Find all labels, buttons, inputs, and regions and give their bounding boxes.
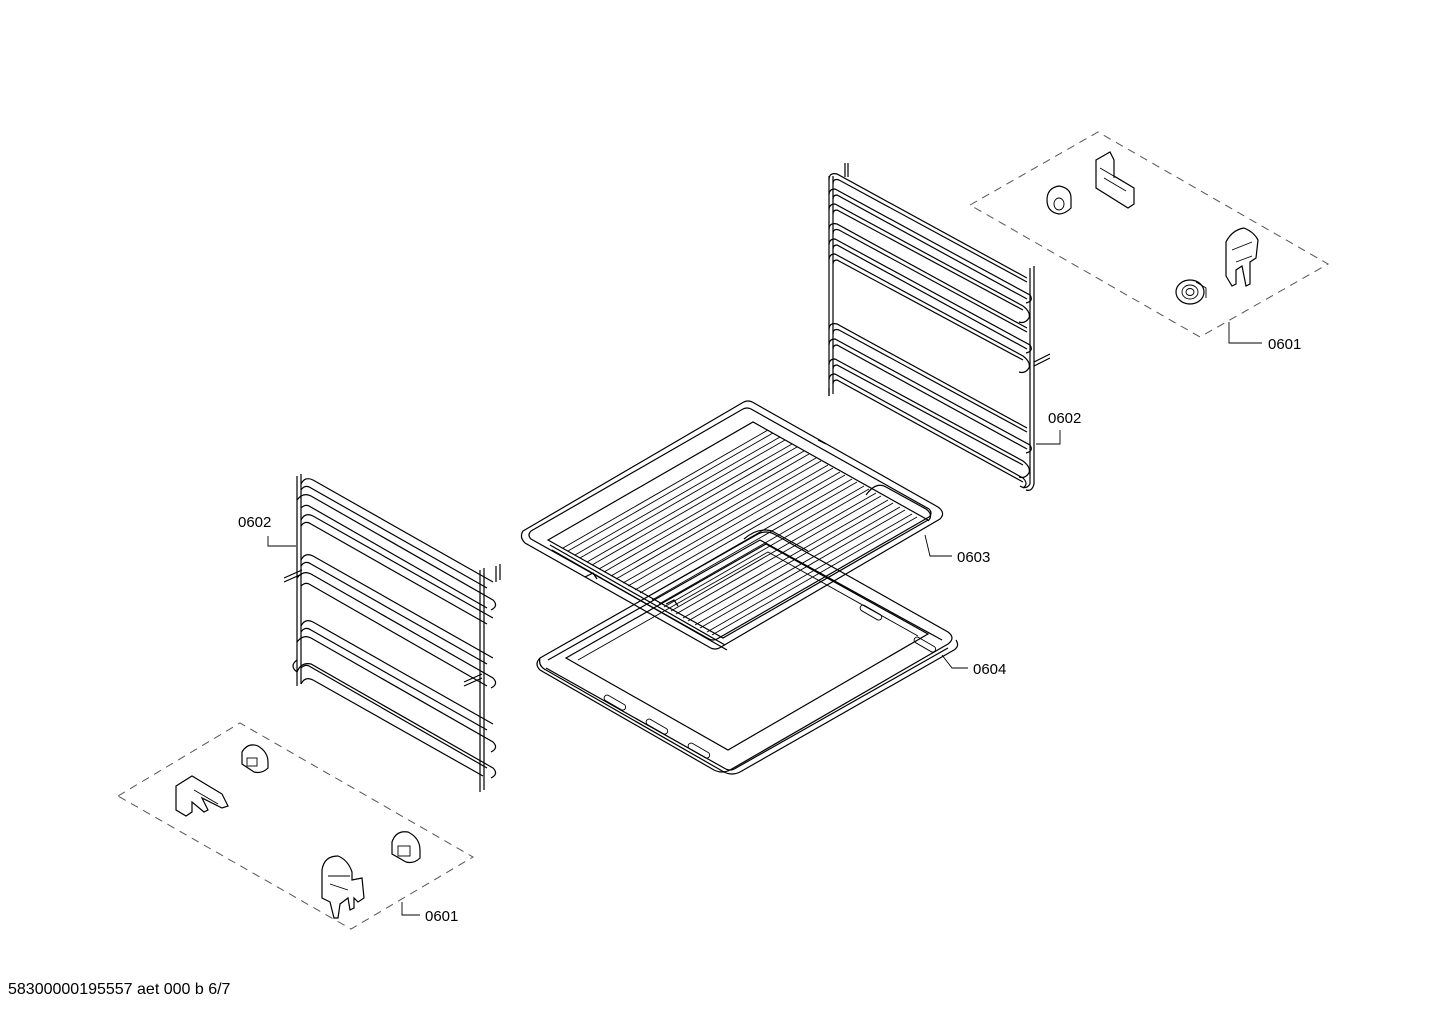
wire-grid-bars: [562, 429, 918, 636]
top-right-grommet-1: [1046, 185, 1072, 215]
top-right-dashed-plane: [968, 131, 1330, 338]
bottom-left-grommet-1: [241, 744, 269, 774]
callout-0601-bottom: 0601: [425, 908, 458, 925]
top-right-clip-1: [1095, 151, 1135, 209]
baking-tray: 0604: [536, 531, 1006, 775]
bottom-left-clips-group: 0601: [117, 722, 474, 930]
leader-0601-top: [1228, 322, 1262, 344]
top-right-clips-group: 0601: [968, 131, 1330, 353]
right-rail-runners: [828, 173, 1032, 489]
leader-0603: [924, 534, 952, 557]
tray-slots: [603, 604, 937, 759]
leader-0602-right: [1036, 430, 1061, 445]
right-shelf-rail: 0602: [828, 163, 1081, 491]
top-right-clip-2: [1225, 227, 1259, 287]
callout-0604: 0604: [973, 661, 1006, 678]
document-footer-code: 58300000195557 aet 000 b 6/7: [8, 981, 231, 998]
callout-0602-left: 0602: [238, 514, 271, 531]
leader-0601-bottom: [401, 902, 420, 916]
bottom-left-grommet-2: [391, 831, 421, 864]
left-shelf-rail: 0602: [238, 474, 501, 792]
top-right-grommet-2: [1175, 279, 1207, 305]
bottom-left-clip-2: [321, 855, 365, 919]
callout-0601-top: 0601: [1268, 336, 1301, 353]
bottom-left-dashed-plane: [117, 722, 474, 930]
leader-0604: [941, 654, 968, 669]
bottom-left-clip-1: [175, 775, 229, 817]
callout-0603: 0603: [957, 549, 990, 566]
leader-0602-left: [267, 536, 296, 547]
wire-grid-shelf: 0603: [520, 400, 990, 651]
left-rail-runners: [292, 478, 497, 779]
callout-0602-right: 0602: [1048, 410, 1081, 427]
